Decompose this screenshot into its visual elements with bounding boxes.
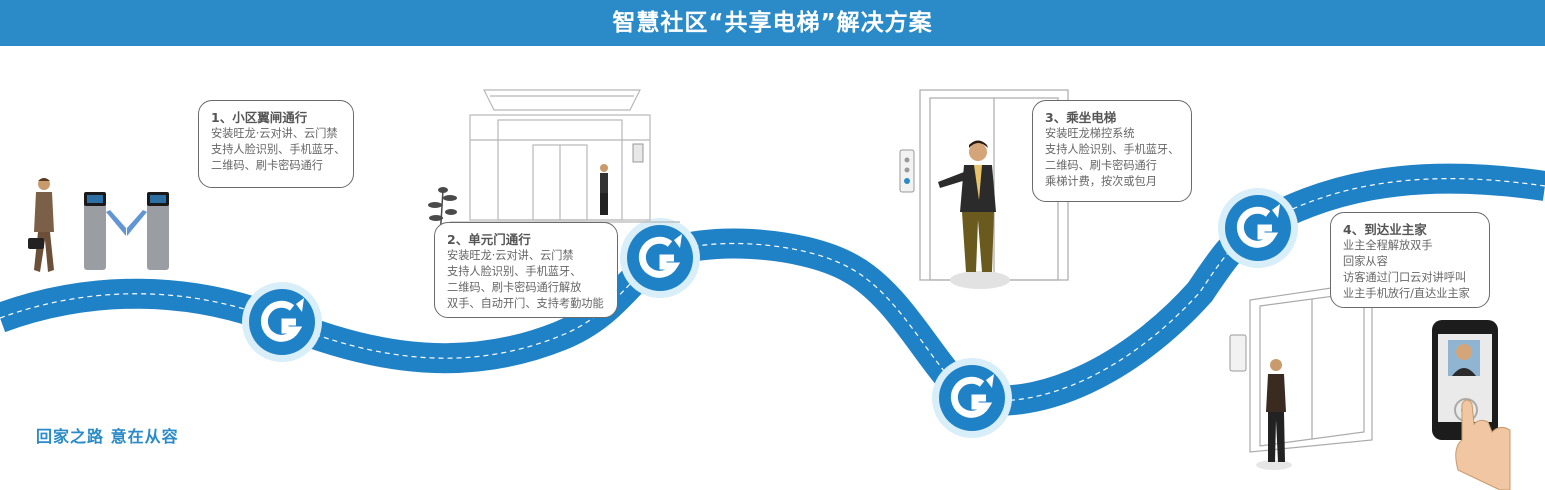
brand-logo-icon bbox=[242, 282, 322, 362]
step-2-title: 2、单元门通行 bbox=[447, 232, 531, 247]
smartphone-icon bbox=[1432, 320, 1511, 490]
step-3-title: 3、乘坐电梯 bbox=[1045, 110, 1117, 125]
step-4-line: 业主全程解放双手 bbox=[1343, 239, 1433, 252]
intercom-panel-icon bbox=[1229, 334, 1247, 372]
step-4-callout: 4、到达业主家 业主全程解放双手 回家从容 访客通过门口云对讲呼叫 业主手机放行… bbox=[1330, 212, 1490, 308]
step-2-line: 安装旺龙·云对讲、云门禁 bbox=[447, 249, 574, 262]
building-door-icon bbox=[450, 89, 680, 223]
step-1-line: 二维码、刷卡密码通行 bbox=[211, 159, 323, 172]
step-1-title: 1、小区翼闸通行 bbox=[211, 110, 308, 125]
header-bar: 智慧社区“共享电梯”解决方案 bbox=[0, 0, 1545, 46]
intercom-panel-icon bbox=[899, 149, 915, 193]
slogan-text: 回家之路 意在从容 bbox=[36, 427, 179, 446]
plant-icon bbox=[428, 187, 457, 239]
businessman-icon bbox=[1256, 359, 1292, 470]
step-1-callout: 1、小区翼闸通行 安装旺龙·云对讲、云门禁 支持人脸识别、手机蓝牙、 二维码、刷… bbox=[198, 100, 354, 188]
road-path bbox=[0, 163, 1545, 416]
step-3-line: 安装旺龙梯控系统 bbox=[1045, 127, 1135, 140]
turnstile-icon bbox=[84, 192, 169, 270]
step-3-callout: 3、乘坐电梯 安装旺龙梯控系统 支持人脸识别、手机蓝牙、 二维码、刷卡密码通行 … bbox=[1032, 100, 1192, 202]
businessman-icon bbox=[938, 140, 1010, 289]
step-2-line: 双手、自动开门、支持考勤功能 bbox=[447, 297, 604, 310]
step-4-line: 业主手机放行/直达业主家 bbox=[1343, 287, 1470, 300]
step-3-line: 二维码、刷卡密码通行 bbox=[1045, 159, 1157, 172]
step-1-line: 支持人脸识别、手机蓝牙、 bbox=[211, 143, 346, 156]
step-2-line: 二维码、刷卡密码通行解放 bbox=[447, 281, 582, 294]
brand-logo-icon bbox=[932, 358, 1012, 438]
step-3-line: 支持人脸识别、手机蓝牙、 bbox=[1045, 143, 1180, 156]
step-4-line: 访客通过门口云对讲呼叫 bbox=[1343, 271, 1467, 284]
intercom-panel-icon bbox=[632, 143, 644, 163]
step-4-line: 回家从容 bbox=[1343, 255, 1388, 268]
step-2-line: 支持人脸识别、手机蓝牙、 bbox=[447, 265, 582, 278]
brand-logo-icon bbox=[1218, 188, 1298, 268]
businessman-icon bbox=[28, 178, 54, 272]
step-1-line: 安装旺龙·云对讲、云门禁 bbox=[211, 127, 338, 140]
step-4-title: 4、到达业主家 bbox=[1343, 222, 1427, 237]
step-3-line: 乘梯计费，按次或包月 bbox=[1045, 175, 1157, 188]
page-title: 智慧社区“共享电梯”解决方案 bbox=[612, 10, 933, 36]
businessman-icon bbox=[600, 164, 608, 215]
brand-logo-icon bbox=[620, 218, 700, 298]
step-2-callout: 2、单元门通行 安装旺龙·云对讲、云门禁 支持人脸识别、手机蓝牙、 二维码、刷卡… bbox=[434, 222, 618, 318]
